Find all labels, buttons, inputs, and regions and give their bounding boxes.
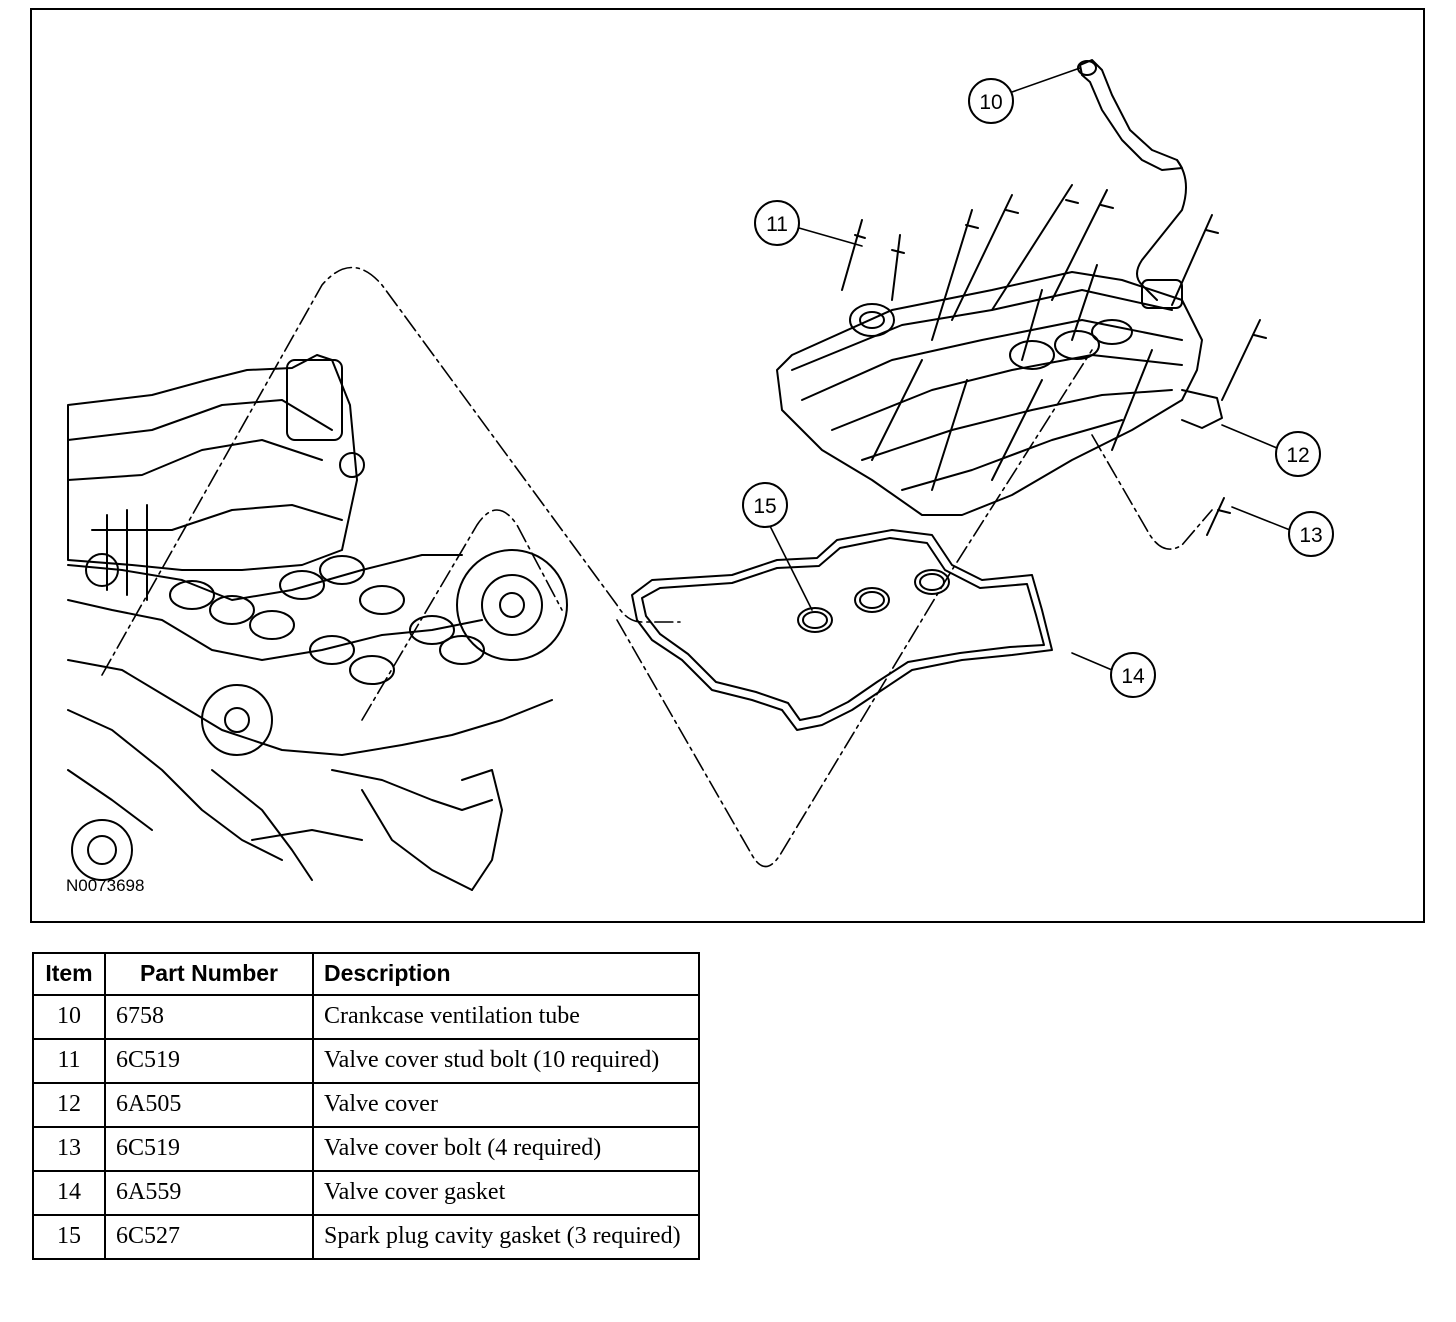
cell-item: 14 (32, 1170, 106, 1216)
parts-table: Item Part Number Description 10 6758 Cra… (32, 952, 700, 1260)
leader-lines (769, 67, 1291, 671)
cell-description: Valve cover bolt (4 required) (312, 1126, 700, 1172)
detail-boundary (101, 266, 1213, 868)
callout-11: 11 (754, 200, 800, 246)
parts-table-header-row: Item Part Number Description (32, 952, 700, 996)
cell-description: Valve cover (312, 1082, 700, 1128)
cell-part-number: 6C527 (104, 1214, 314, 1260)
cell-part-number: 6C519 (104, 1038, 314, 1084)
cell-part-number: 6C519 (104, 1126, 314, 1172)
svg-text:11: 11 (766, 213, 788, 236)
svg-text:13: 13 (1299, 524, 1322, 547)
cell-item: 13 (32, 1126, 106, 1172)
cell-item: 15 (32, 1214, 106, 1260)
table-row: 12 6A505 Valve cover (32, 1082, 700, 1128)
header-description: Description (312, 952, 700, 996)
cell-part-number: 6758 (104, 994, 314, 1040)
table-row: 13 6C519 Valve cover bolt (4 required) (32, 1126, 700, 1172)
table-row: 14 6A559 Valve cover gasket (32, 1170, 700, 1216)
cell-part-number: 6A505 (104, 1082, 314, 1128)
valve-cover-gasket-illustration (631, 529, 1053, 731)
table-row: 15 6C527 Spark plug cavity gasket (3 req… (32, 1214, 700, 1260)
callout-14: 14 (1110, 652, 1156, 698)
cell-item: 12 (32, 1082, 106, 1128)
cell-part-number: 6A559 (104, 1170, 314, 1216)
engine-illustration (67, 354, 568, 891)
callout-13: 13 (1288, 511, 1334, 557)
table-row: 10 6758 Crankcase ventilation tube (32, 994, 700, 1040)
cell-description: Valve cover stud bolt (10 required) (312, 1038, 700, 1084)
svg-text:12: 12 (1286, 444, 1309, 467)
svg-text:10: 10 (979, 91, 1002, 114)
figure-id-label: N0073698 (66, 876, 145, 895)
header-part-number: Part Number (104, 952, 314, 996)
cell-item: 10 (32, 994, 106, 1040)
callout-15: 15 (742, 482, 788, 528)
header-item: Item (32, 952, 106, 996)
table-row: 11 6C519 Valve cover stud bolt (10 requi… (32, 1038, 700, 1084)
svg-text:14: 14 (1121, 665, 1145, 688)
svg-text:15: 15 (753, 495, 776, 518)
callout-12: 12 (1275, 431, 1321, 477)
cell-description: Crankcase ventilation tube (312, 994, 700, 1040)
ventilation-tube-illustration (1077, 59, 1187, 301)
cell-description: Valve cover gasket (312, 1170, 700, 1216)
cell-item: 11 (32, 1038, 106, 1084)
exploded-view-figure: 10 11 12 13 14 15 N0073698 (30, 8, 1425, 923)
exploded-view-drawing: 10 11 12 13 14 15 (67, 59, 1334, 891)
cell-description: Spark plug cavity gasket (3 required) (312, 1214, 700, 1260)
valve-cover-illustration (776, 184, 1267, 536)
callout-10: 10 (968, 78, 1014, 124)
